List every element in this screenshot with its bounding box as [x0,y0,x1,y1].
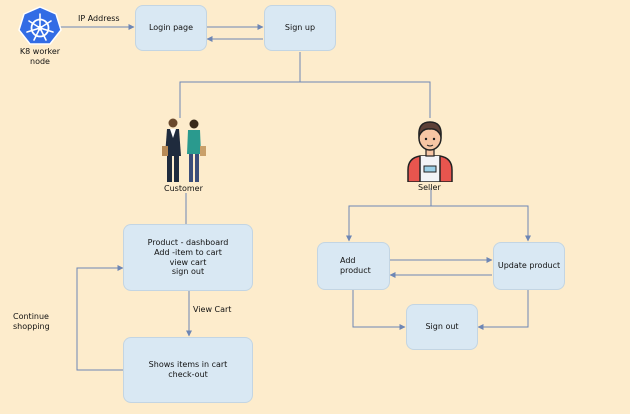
edge-add-to-signout [352,290,406,330]
edge-branch-to-customer [179,81,431,118]
seller-person-icon [404,118,456,186]
view-cart-label: View Cart [193,305,232,314]
add-product-line-1: Add [340,256,356,266]
login-page-node: Login page [135,5,207,51]
continue-line-1: Continue [13,312,49,321]
dashboard-line-2: Add -item to cart [154,247,222,257]
seller-label: Seller [418,183,441,192]
dashboard-line-3: view cart [169,257,207,267]
edge-continue-shopping [76,265,124,371]
add-product-node: Add product [317,242,390,290]
sign-out-node: Sign out [406,304,478,350]
cart-line-1: Shows items in cart [148,360,228,370]
kubernetes-icon [17,6,63,52]
dashboard-line-4: sign out [171,267,205,277]
shows-items-in-cart-node: Shows items in cart check-out [123,337,253,403]
continue-line-2: shopping [13,321,50,331]
ip-address-label: IP Address [78,14,120,23]
customer-people-icon [158,116,208,190]
edge-seller-split [346,188,432,242]
continue-shopping-label: Continue shopping [13,312,50,331]
dashboard-line-1: Product - dashboard [147,238,229,248]
sign-up-node: Sign up [264,5,336,51]
k8s-worker-node-label: K8 worker node [19,47,61,66]
product-dashboard-node: Product - dashboard Add -item to cart vi… [123,224,253,291]
cart-line-2: check-out [168,370,208,379]
update-product-node: Update product [493,242,565,290]
customer-label: Customer [164,184,203,193]
edge-update-to-signout [477,290,529,330]
edge-seller-to-update [431,205,531,242]
add-product-line-2: product [340,266,371,275]
